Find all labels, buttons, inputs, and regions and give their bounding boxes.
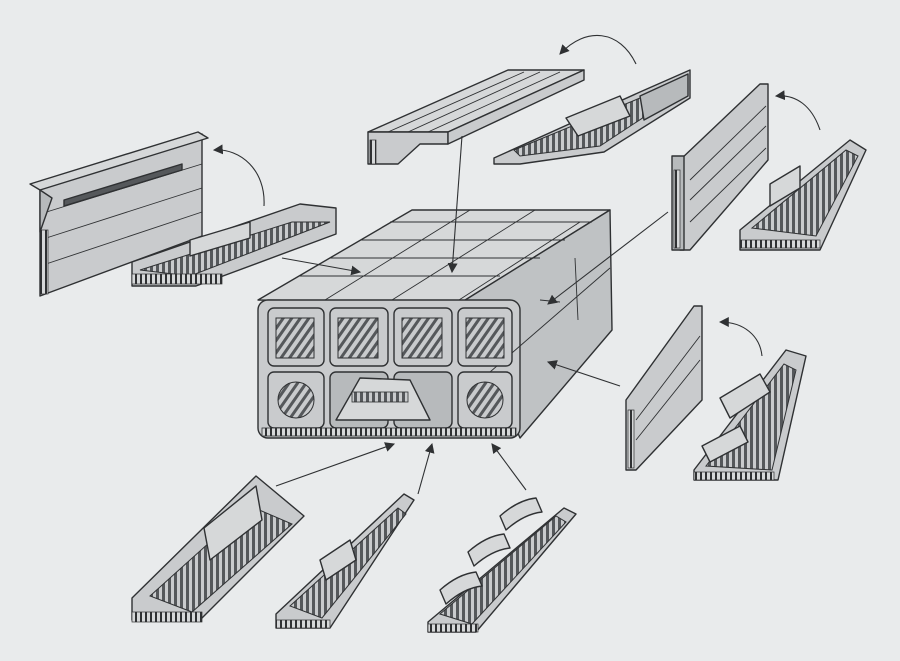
right-lower-shell-reversed (693, 349, 807, 481)
right-lower-shell-panel (625, 305, 703, 471)
arrow-right-shell-to-block (547, 211, 669, 305)
right-side-shell-panel (671, 83, 769, 251)
deck-panel (367, 69, 585, 165)
left-side-shell-panel (29, 131, 209, 297)
arrow-bottom-middle-to-block (417, 442, 435, 495)
arrow-bottom-left-to-block (275, 442, 396, 487)
arrow-deck-to-block (447, 135, 463, 274)
flip-arrow-right-lower (718, 317, 763, 357)
bottom-panel-left (131, 475, 305, 623)
right-side-shell-reversed (739, 139, 867, 251)
arrow-left-shell-to-block (281, 257, 362, 276)
central-block-cells (267, 307, 513, 429)
flip-arrow-right-shell (774, 90, 821, 131)
arrow-right-lower-to-block (546, 360, 621, 387)
arrow-bottom-right-to-block (491, 443, 527, 491)
bottom-panel-middle (275, 493, 415, 629)
deck-panel-reversed (493, 69, 691, 165)
left-side-shell-reversed (131, 203, 337, 287)
flip-arrow-left-shell (212, 144, 265, 207)
central-block (257, 209, 613, 439)
central-block-longitudinals (261, 427, 517, 437)
flip-arrow-deck (559, 34, 637, 65)
bottom-panel-right (427, 497, 577, 633)
